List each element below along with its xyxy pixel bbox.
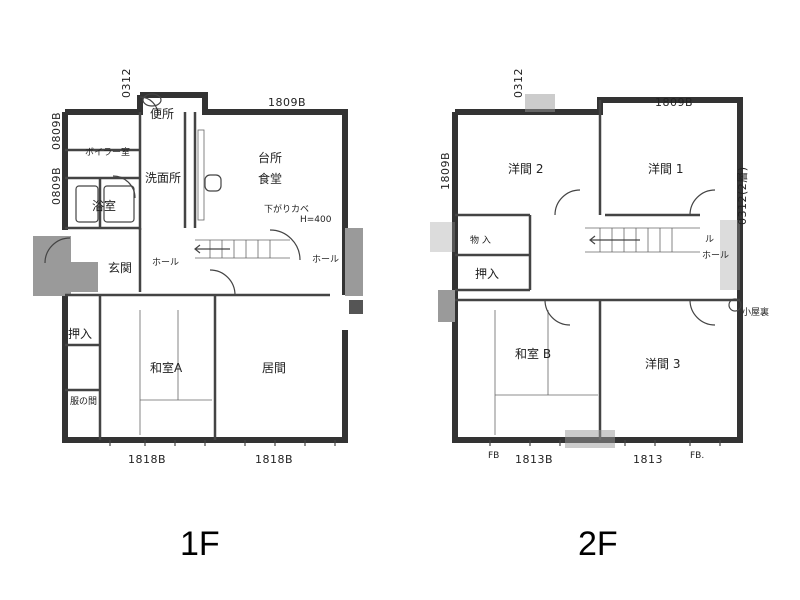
room-label-closet-2f: 押入 <box>475 267 499 281</box>
dim-1f-bottom-right: 1818B <box>255 453 293 466</box>
room-label-dining: 食堂 <box>258 171 282 186</box>
dim-1f-left-1: 0809B <box>50 112 63 150</box>
room-label-western-2: 洋間 2 <box>508 161 543 176</box>
room-label-boiler: ボイラー室 <box>85 146 130 158</box>
floor-plan-1f: 便所 ボイラー室 洗面所 浴室 玄関 台所 食堂 下がりカベ H=400 ホール… <box>33 68 363 563</box>
room-label-western-3: 洋間 3 <box>645 356 680 371</box>
wall-note: 下がりカベ <box>264 203 309 215</box>
room-label-hall-2f: ホール <box>702 250 729 261</box>
dim-1f-left-2: 0809B <box>50 167 63 205</box>
room-label-entrance: 玄関 <box>108 260 132 275</box>
floor-plan-2f: 洋間 2 洋間 1 物 入 押入 ホール ル 和室 B 洋間 3 小屋裏 031… <box>430 68 769 563</box>
room-label-wardrobe: 服の間 <box>70 396 97 407</box>
dim-2f-top-right: 1809B <box>655 96 693 109</box>
dim-2f-bottom-right: 1813 <box>633 453 663 466</box>
dim-2f-left: 1809B <box>439 152 452 190</box>
dim-2f-bottom-right-fb: FB. <box>690 451 704 461</box>
room-label-toilet: 便所 <box>150 107 174 121</box>
dim-2f-bottom-left: 1813B <box>515 453 553 466</box>
dim-1f-top-right: 1809B <box>268 96 306 109</box>
room-label-washroom: 洗面所 <box>145 171 181 185</box>
room-label-hall: ホール <box>152 257 179 268</box>
room-label-kitchen: 台所 <box>258 150 282 165</box>
floor-title-1f: 1F <box>180 525 220 563</box>
room-label-washitsu-b: 和室 B <box>515 346 551 361</box>
wall-note-height: H=400 <box>300 215 332 225</box>
room-label-bath: 浴室 <box>92 198 116 213</box>
hall-right-label: ホール <box>312 254 339 265</box>
floor-title-2f: 2F <box>578 525 618 563</box>
room-label-washitsu-a: 和室A <box>150 360 183 375</box>
room-label-storage: 物 入 <box>470 234 491 246</box>
room-label-living: 居間 <box>262 361 286 375</box>
stair-label-2f: ル <box>705 235 714 245</box>
room-label-western-1: 洋間 1 <box>648 161 683 176</box>
dim-2f-bottom-left-fb: FB <box>488 451 499 461</box>
dim-2f-top-small: 0312 <box>512 68 525 98</box>
dim-1f-bottom-left: 1818B <box>128 453 166 466</box>
room-label-closet: 押入 <box>68 327 92 341</box>
small-note-2f: 小屋裏 <box>742 306 769 318</box>
dim-2f-right: 0312(2層) <box>736 166 749 225</box>
dim-1f-top-small: 0312 <box>120 68 133 98</box>
